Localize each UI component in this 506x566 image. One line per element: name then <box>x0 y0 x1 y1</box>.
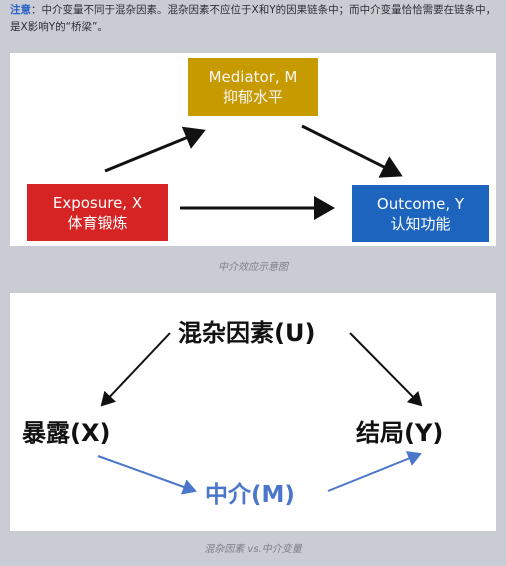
confounder-caption: 混杂因素 vs.中介变量 <box>204 544 302 555</box>
arrow-mediator-to-outcome <box>327 451 422 492</box>
confounder-arrows <box>97 332 423 495</box>
mediator-sublabel: 抑郁水平 <box>222 88 283 106</box>
exposure-box: Exposure, X 体育锻炼 <box>27 184 168 241</box>
confounder-vs-mediator-diagram: 混杂因素(U) 暴露(X) 结局(Y) 中介(M) <box>10 293 496 531</box>
mediator-box: Mediator, M 抑郁水平 <box>188 58 318 116</box>
outcome-box: Outcome, Y 认知功能 <box>352 185 489 242</box>
mediation-caption: 中介效应示意图 <box>218 262 288 273</box>
exposure-label: 暴露(X) <box>22 419 111 447</box>
exposure-sublabel: 体育锻炼 <box>67 213 128 232</box>
mediation-diagram: Mediator, M 抑郁水平 Exposure, X 体育锻炼 Outcom… <box>10 53 496 246</box>
outcome-label: Outcome, Y <box>376 194 465 213</box>
arrow-confounder-to-outcome <box>349 332 423 407</box>
arrow-confounder-to-exposure <box>100 332 171 407</box>
confounder-label: 混杂因素(U) <box>178 319 316 347</box>
arrow-mediator-to-outcome <box>301 124 403 178</box>
note-text: ：中介变量不同于混杂因素。混杂因素不应位于X和Y的因果链条中；而中介变量恰恰需要… <box>10 4 497 33</box>
mediator-label: Mediator, M <box>208 68 298 86</box>
outcome-label: 结局(Y) <box>356 419 444 447</box>
exposure-label: Exposure, X <box>52 193 143 212</box>
note-paragraph: 注意：中介变量不同于混杂因素。混杂因素不应位于X和Y的因果链条中；而中介变量恰恰… <box>10 2 498 36</box>
outcome-sublabel: 认知功能 <box>390 214 451 233</box>
arrow-exposure-to-mediator <box>97 455 197 495</box>
mediation-arrows <box>104 124 403 220</box>
note-label: 注意 <box>10 4 31 16</box>
arrow-exposure-to-mediator <box>104 126 206 173</box>
mediator-label: 中介(M) <box>205 482 295 508</box>
